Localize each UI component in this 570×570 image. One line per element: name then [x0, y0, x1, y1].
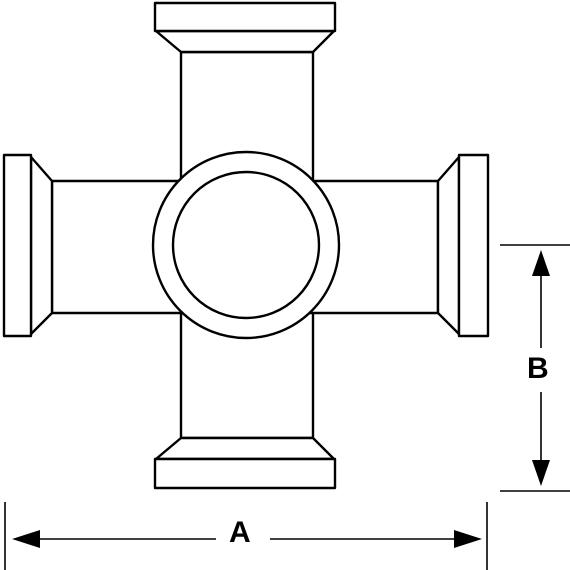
dimension-a: [4, 502, 488, 570]
bottom-flange: [153, 436, 337, 490]
right-flange: [436, 153, 490, 338]
front-port: [151, 150, 341, 340]
dimension-b: [500, 244, 570, 492]
left-flange: [2, 153, 54, 338]
dimension-b-label: B: [527, 352, 549, 385]
a-arrow-right: [454, 530, 482, 548]
top-flange: [153, 1, 337, 54]
b-arrow-down: [532, 460, 550, 486]
dimension-a-label: A: [229, 516, 251, 549]
a-arrow-left: [12, 530, 40, 548]
b-arrow-up: [532, 250, 550, 276]
